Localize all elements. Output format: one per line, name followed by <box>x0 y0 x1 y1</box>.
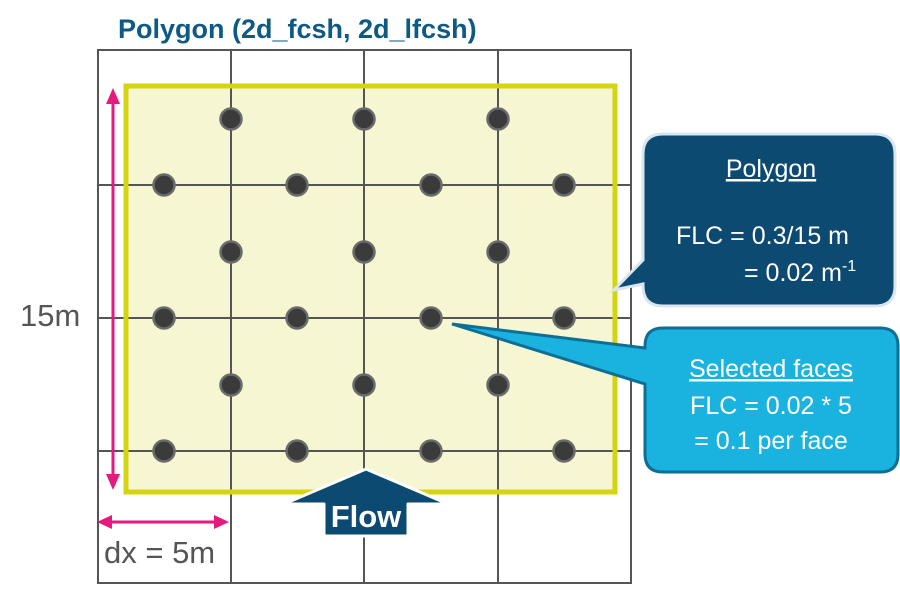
horizontal-dimension-label: dx = 5m <box>104 535 215 570</box>
selected-faces-callout <box>451 322 900 474</box>
face-node <box>219 373 243 397</box>
face-node <box>419 173 443 197</box>
arrowhead-down <box>106 474 120 490</box>
face-node <box>352 373 376 397</box>
selected-faces-callout-line1: FLC = 0.02 * 5 <box>690 392 852 420</box>
face-nodes <box>152 107 576 463</box>
face-node <box>152 306 176 330</box>
face-node <box>285 173 309 197</box>
face-node <box>285 306 309 330</box>
vertical-dimension-arrow <box>106 88 120 490</box>
arrowhead-right <box>214 515 229 529</box>
diagram-title: Polygon (2d_fcsh, 2d_lfcsh) <box>118 14 477 44</box>
face-node <box>486 240 510 264</box>
polygon-fill <box>126 86 615 492</box>
face-node <box>285 439 309 463</box>
polygon-callout <box>609 132 897 308</box>
face-node <box>419 439 443 463</box>
arrowhead-left <box>97 515 112 529</box>
face-node <box>552 306 576 330</box>
horizontal-dimension-arrow <box>97 515 229 529</box>
vertical-dimension-label: 15m <box>20 298 80 333</box>
selected-faces-callout-line2: = 0.1 per face <box>694 427 848 455</box>
face-node <box>352 107 376 131</box>
face-node <box>552 173 576 197</box>
flow-label: Flow <box>331 499 402 534</box>
face-node <box>419 306 443 330</box>
polygon-callout-line2-superscript: -1 <box>842 258 856 275</box>
selected-faces-callout-heading: Selected faces <box>689 355 853 383</box>
face-node <box>219 107 243 131</box>
face-node <box>486 373 510 397</box>
arrowhead-up <box>106 88 120 104</box>
face-node <box>552 439 576 463</box>
flow-arrow <box>282 467 450 538</box>
polygon-callout-heading: Polygon <box>726 155 816 183</box>
face-node <box>486 107 510 131</box>
face-node <box>152 439 176 463</box>
polygon-callout-line2-value: = 0.02 m <box>744 259 842 287</box>
face-node <box>352 240 376 264</box>
polygon-callout-line2: = 0.02 m-1 <box>744 258 856 287</box>
polygon-callout-line1: FLC = 0.3/15 m <box>676 222 849 250</box>
face-node <box>219 240 243 264</box>
face-node <box>152 173 176 197</box>
